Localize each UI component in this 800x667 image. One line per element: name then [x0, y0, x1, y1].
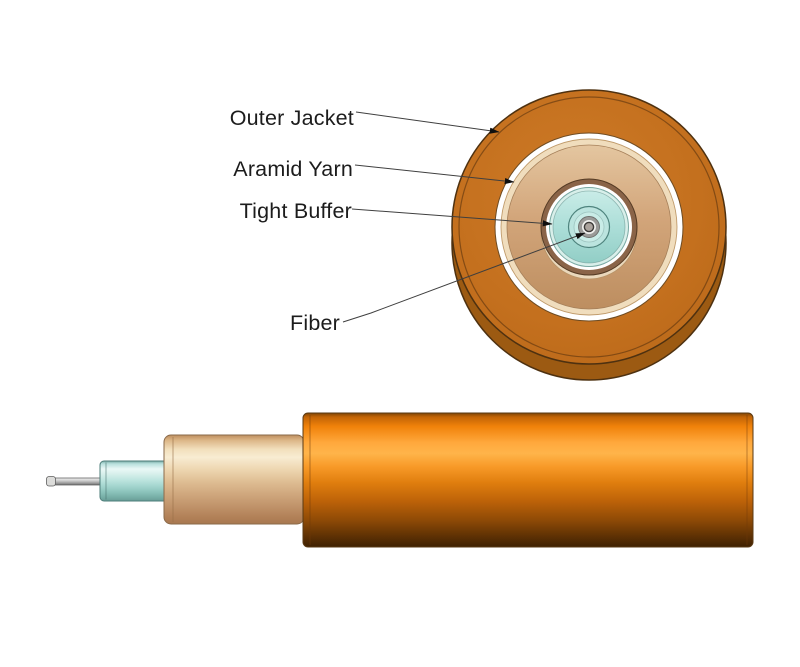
fiber-core-dot — [583, 221, 595, 233]
outer-jacket-chamfer-line — [458, 96, 720, 358]
aramid-yarn-cylinder — [163, 434, 305, 525]
fiber-label: Fiber — [290, 311, 340, 335]
fiber-wire — [53, 477, 103, 486]
fiber-wire-tip — [46, 476, 56, 487]
callout-leaders — [342, 111, 586, 323]
outer-jacket-cylinder — [302, 412, 754, 548]
cross-section-view — [451, 89, 727, 381]
callout-labels: Outer Jacket Aramid Yarn Tight Buffer Fi… — [230, 106, 354, 335]
side-view — [46, 412, 754, 548]
outer-jacket-leader — [355, 111, 500, 134]
tight-buffer-leader — [351, 208, 553, 227]
outer-jacket-label: Outer Jacket — [230, 106, 354, 130]
fiber-leader — [342, 232, 586, 323]
tight-buffer-cylinder — [99, 460, 170, 502]
tight-buffer-label: Tight Buffer — [240, 199, 352, 223]
aramid-yarn-leader — [354, 164, 515, 185]
aramid-yarn-label: Aramid Yarn — [233, 157, 353, 181]
